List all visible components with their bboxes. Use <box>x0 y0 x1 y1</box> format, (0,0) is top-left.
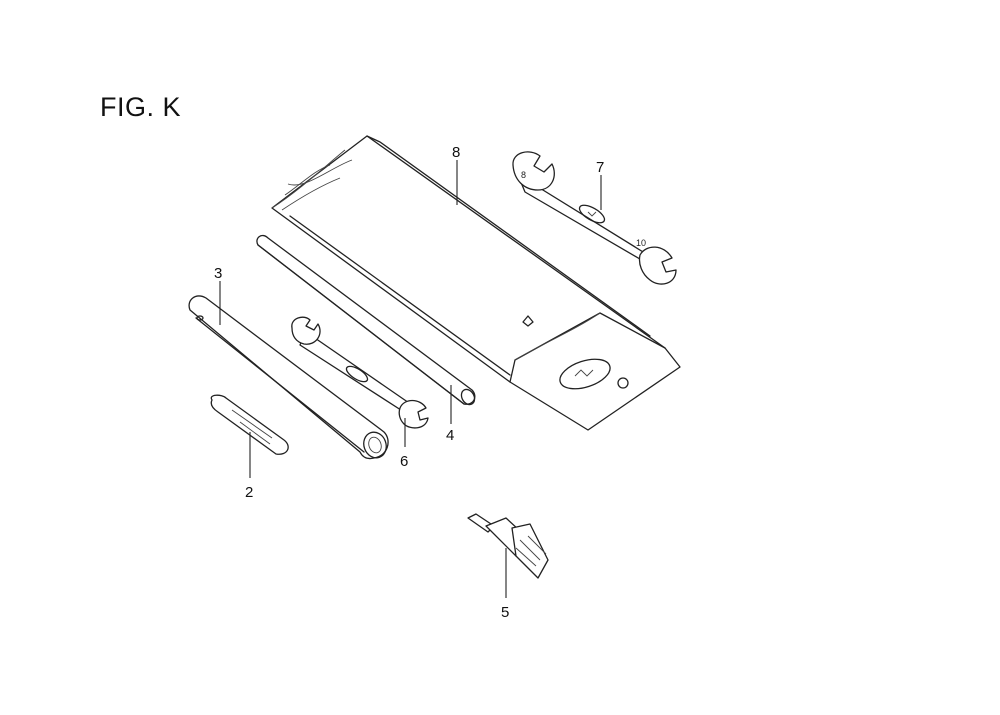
tool-bag-illustration <box>271 135 681 431</box>
open-end-wrench-small-illustration <box>291 316 429 429</box>
callout-8: 8 <box>452 144 460 161</box>
svg-text:10: 10 <box>636 238 646 248</box>
handle-bar-illustration <box>256 234 476 406</box>
callout-5: 5 <box>501 604 509 621</box>
callout-4: 4 <box>446 427 454 444</box>
callout-6: 6 <box>400 453 408 470</box>
figure-title: FIG. K <box>100 92 182 122</box>
spark-plug-illustration <box>467 513 549 579</box>
box-wrench-socket-illustration <box>188 295 389 460</box>
callout-2: 2 <box>245 484 253 501</box>
svg-text:8: 8 <box>521 170 526 180</box>
callout-3: 3 <box>214 265 222 282</box>
open-end-wrench-large-illustration: 8 10 <box>512 151 677 285</box>
screwdriver-blade-illustration <box>210 394 289 455</box>
callout-7: 7 <box>596 159 604 176</box>
